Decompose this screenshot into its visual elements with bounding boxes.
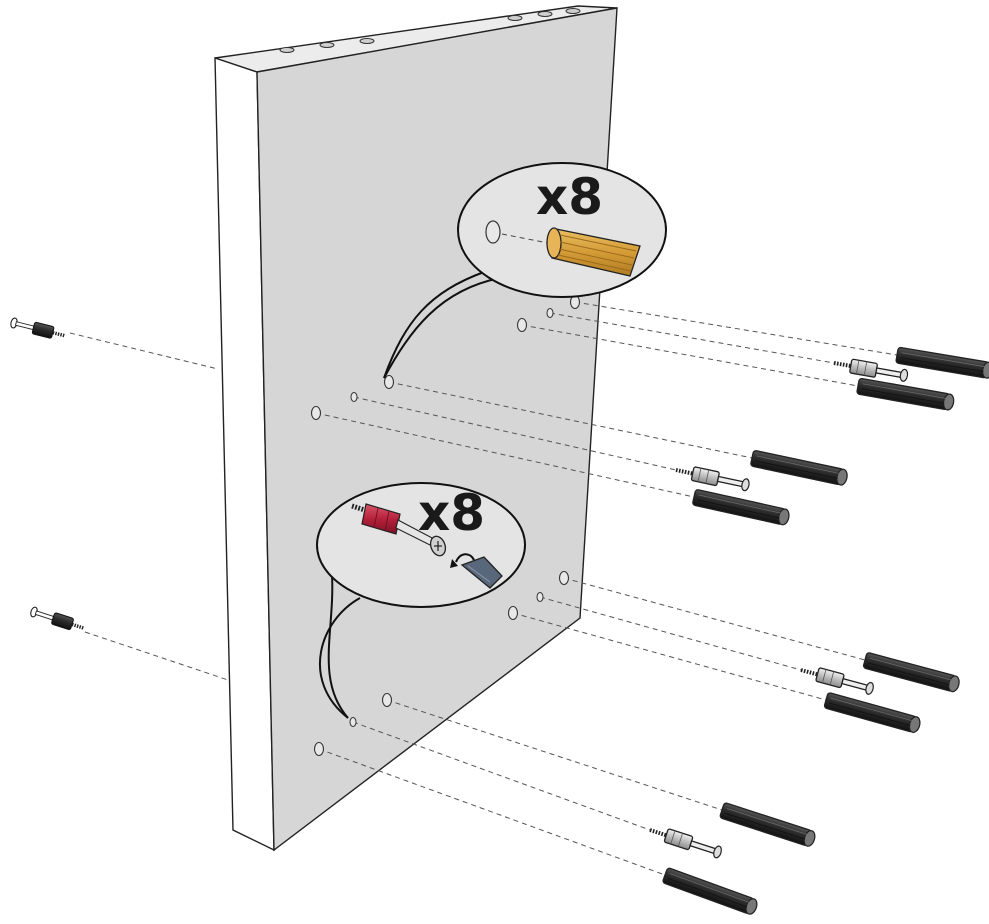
callout-dowel: x8: [383, 162, 667, 379]
cam-bolt-left: [27, 603, 88, 636]
hole: [350, 392, 358, 402]
dowel-quantity-label: x8: [536, 168, 603, 226]
cam-quantity-label: x8: [418, 484, 485, 542]
cam-bolt: [672, 461, 753, 495]
cam-bolt-icon: [351, 503, 447, 557]
assembly-guide-lines: [69, 301, 898, 876]
cam-bolt: [797, 661, 877, 699]
screwdriver-icon: [450, 553, 503, 589]
cam-bolt-left: [7, 314, 68, 344]
panel-face: [256, 7, 618, 852]
cam-bolt: [645, 821, 726, 862]
dowel-dark: [895, 346, 989, 380]
dowel-dark: [855, 377, 956, 412]
hole: [310, 405, 322, 421]
dowel-dark: [718, 801, 818, 849]
hole: [558, 570, 570, 586]
dowel-dark: [862, 651, 962, 694]
dowel-dark: [691, 488, 792, 527]
top-edge-holes: [279, 8, 581, 53]
hole: [546, 308, 554, 318]
hole: [516, 317, 528, 333]
hole: [507, 605, 519, 621]
dowel-dark: [749, 449, 850, 487]
hole: [381, 692, 393, 708]
callout-cam-bolt: x8: [316, 482, 526, 719]
hole: [313, 741, 325, 757]
hole: [349, 717, 357, 727]
dowel-dark: [661, 866, 760, 917]
dowel-dark: [823, 691, 923, 735]
wooden-dowel-icon: [546, 227, 641, 277]
hole: [383, 374, 395, 390]
side-panel: [214, 5, 618, 852]
hole: [536, 592, 544, 602]
